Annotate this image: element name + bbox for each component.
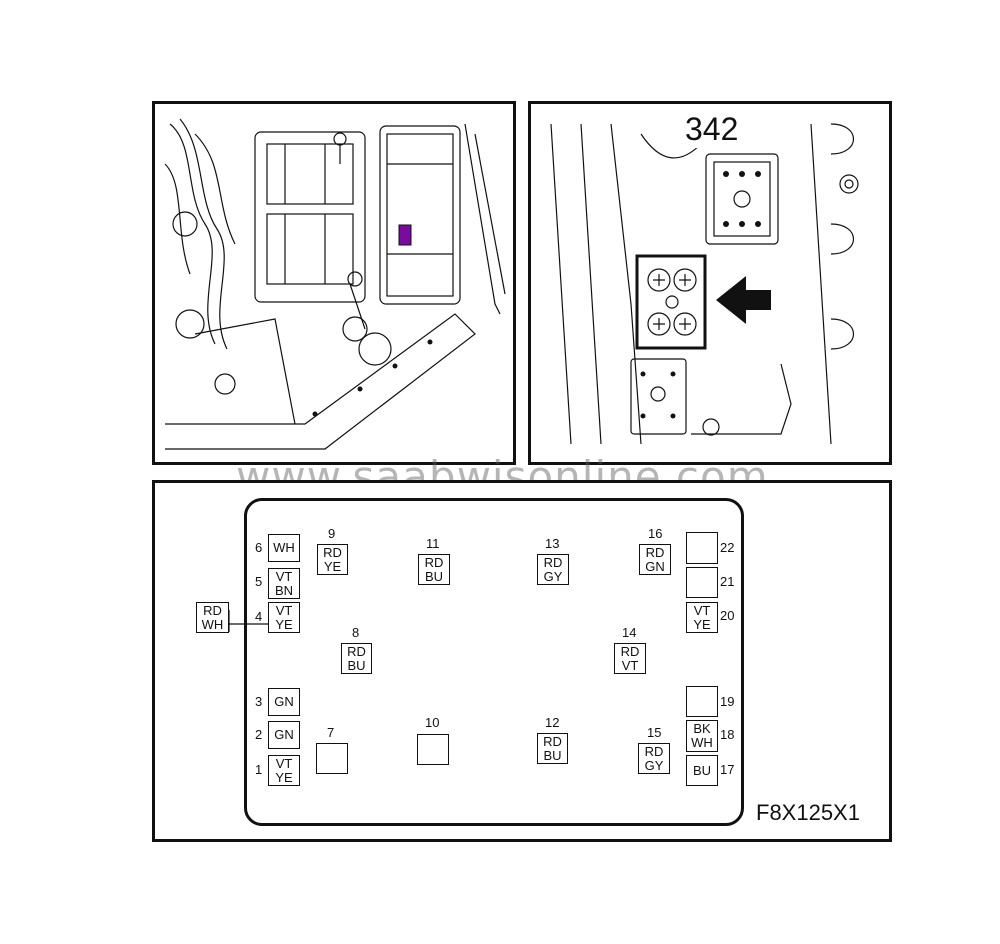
component-callout-label: 342 [683, 111, 741, 148]
pin-number: 21 [720, 574, 735, 589]
pin-number: 20 [720, 608, 735, 623]
pin-box [686, 532, 718, 564]
pin-number: 16 [648, 526, 663, 541]
pin-box: WH [268, 534, 300, 562]
connector-outline [244, 498, 744, 826]
pointer-arrow-icon [716, 276, 771, 324]
pin-number: 6 [255, 540, 263, 555]
pin-number: 14 [622, 625, 637, 640]
pin-number: 7 [327, 725, 335, 740]
pin-number: 2 [255, 727, 263, 742]
pin-box [417, 734, 449, 765]
relay-box-highlight [635, 254, 707, 350]
pin-number: 17 [720, 762, 735, 777]
pin-number: 12 [545, 715, 560, 730]
relay-location-illustration [528, 101, 892, 465]
pin-number: 5 [255, 574, 263, 589]
pin-number: 10 [425, 715, 440, 730]
relay-detail-drawing [550, 123, 859, 445]
pin-box: GN [268, 688, 300, 716]
engine-bay-illustration [152, 101, 516, 465]
pin-box [686, 567, 718, 598]
pin-number: 19 [720, 694, 735, 709]
highlight-marker [398, 224, 412, 246]
pin-number: 22 [720, 540, 735, 555]
pin-box [686, 686, 718, 717]
pin-number: 11 [426, 536, 440, 551]
pin-box: GN [268, 721, 300, 749]
pin-box: BU [686, 755, 718, 786]
pin-number: 1 [255, 762, 263, 777]
pin-box [316, 743, 348, 774]
pin-number: 13 [545, 536, 560, 551]
engine-bay-drawing [164, 118, 506, 450]
pin-number: 9 [328, 526, 336, 541]
pin-number: 8 [352, 625, 360, 640]
pin-number: 18 [720, 727, 735, 742]
pin-number: 15 [647, 725, 662, 740]
pin-number: 4 [255, 609, 263, 624]
pin-number: 3 [255, 694, 263, 709]
figure-code: F8X125X1 [756, 800, 860, 825]
